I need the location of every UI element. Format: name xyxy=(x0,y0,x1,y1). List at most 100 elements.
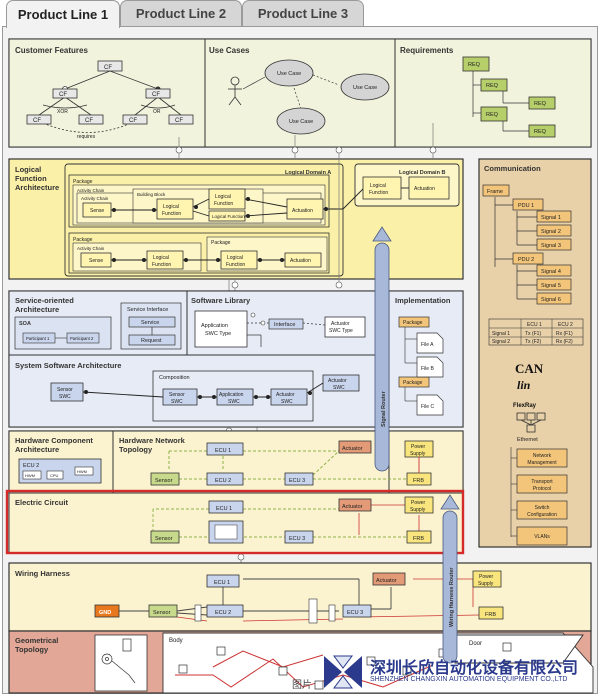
comp-sensor-swc-l1: Sensor xyxy=(169,392,185,398)
cf-rr-label: CF xyxy=(175,118,183,124)
domain-a-label: Logical Domain A xyxy=(285,170,331,176)
hw-network-lines xyxy=(168,450,407,480)
ec-power-l2: Supply xyxy=(410,507,426,513)
table-header-ecu2: ECU 2 xyxy=(558,322,573,328)
table-row1-ecu2: Rx (F1) xyxy=(556,331,573,337)
impl-package-1-label: Package xyxy=(403,320,423,326)
building-block-label: Building Block xyxy=(137,192,166,197)
ethernet-item-label-4: VLANs xyxy=(534,534,550,540)
software-library-title: Software Library xyxy=(191,296,251,305)
requirements-tree: REQ REQ REQ REQ REQ xyxy=(462,56,556,138)
signal-label-5: Signal 5 xyxy=(541,283,561,289)
ec-ecu1-label: ECU 1 xyxy=(216,506,232,512)
ec-ecu3-label: ECU 3 xyxy=(289,536,305,542)
activity-chain-3-label: Activity Chain xyxy=(77,246,105,251)
lin-logo: lin xyxy=(517,378,531,392)
door-label: Door xyxy=(469,641,482,647)
domain-b-lf-label-1: Logical xyxy=(370,183,386,189)
wh-frb xyxy=(478,606,504,620)
signal-label-3: Signal 3 xyxy=(541,243,561,249)
wh-power-l1: Power xyxy=(479,574,494,580)
ethernet-icon xyxy=(516,412,546,433)
cpu-box xyxy=(46,470,64,480)
signal-router-label: Signal Router xyxy=(381,390,387,427)
hwm-label-1: HWM xyxy=(25,473,35,478)
req-label-1: REQ xyxy=(468,62,481,68)
comp-sensor-swc-l2: SWC xyxy=(171,399,183,405)
hw-power-l1: Power xyxy=(411,444,426,450)
app-swc-type xyxy=(194,310,248,348)
ec-power-l1: Power xyxy=(411,500,426,506)
ethernet-item-label-1: Network xyxy=(533,453,552,459)
signal-label-6: Signal 6 xyxy=(541,297,561,303)
hw-network-title-2: Topology xyxy=(119,445,153,454)
use-case-label-1: Use Case xyxy=(277,71,301,77)
activity-chain-1-label: Activity Chain xyxy=(77,188,105,193)
participant-1-label: Participant 1 xyxy=(26,336,50,341)
circuit-power-lines xyxy=(358,504,420,535)
ec-sensor xyxy=(150,530,180,544)
table-row1-ecu1: Tx (F1) xyxy=(525,331,541,337)
hwm-label-2: HWM xyxy=(77,469,87,474)
service-label: Service xyxy=(141,320,159,326)
wh-sensor xyxy=(148,604,178,618)
lf-2-label-a: Logical xyxy=(215,194,231,200)
ec-ecu3 xyxy=(284,530,314,544)
use-case-diagram: Use Case Use Case Use Case xyxy=(228,59,390,135)
signal-label-4: Signal 4 xyxy=(541,269,561,275)
soa-title-1: Service-oriented xyxy=(15,296,74,305)
signal-box-2 xyxy=(536,224,572,237)
architecture-diagram: Customer Features Use Cases Requirements… xyxy=(5,38,594,694)
ssa-sensor-swc-l1: Sensor xyxy=(57,387,73,393)
tab-product-line-2[interactable]: Product Line 2 xyxy=(120,0,242,26)
domain-b-actuation-label: Actuation xyxy=(414,186,435,192)
signal-box-6 xyxy=(536,292,572,305)
comp-actuator-swc-l2: SWC xyxy=(281,399,293,405)
ssa-title: System Software Architecture xyxy=(15,361,121,370)
hwm-box-1 xyxy=(22,470,42,480)
cf-ll-label: CF xyxy=(33,118,41,124)
wh-ecu2 xyxy=(206,604,244,618)
signal-box-3 xyxy=(536,238,572,251)
ethernet-item-label-3: Switch xyxy=(535,505,550,511)
impl-tree-lines xyxy=(404,327,417,402)
wh-ecu2-label: ECU 2 xyxy=(215,610,231,616)
domain-b-lf-label-2: Function xyxy=(369,190,388,196)
package-1-label: Package xyxy=(73,179,93,185)
hw-power-l2: Supply xyxy=(410,451,426,457)
pdu2-label: PDU 2 xyxy=(518,257,534,263)
signal-box-1 xyxy=(536,210,572,223)
cf-rl-label: CF xyxy=(129,118,137,124)
tab-product-line-1[interactable]: Product Line 1 xyxy=(6,0,120,28)
actuator-swc-type-label-2: SWC Type xyxy=(329,328,353,334)
customer-features-panel xyxy=(8,38,206,148)
pdu1-label: PDU 1 xyxy=(518,203,534,209)
tab-product-line-3[interactable]: Product Line 3 xyxy=(242,0,364,26)
ethernet-item-label-1-b: Management xyxy=(527,460,557,466)
cpu-label: CPU xyxy=(50,473,59,478)
signal-box-5 xyxy=(536,278,572,291)
wh-ecu3 xyxy=(342,604,372,618)
file-label-3: File C xyxy=(421,404,434,410)
body-label: Body xyxy=(169,638,183,644)
ethernet-item-3 xyxy=(516,500,568,520)
actuator-swc-type xyxy=(324,316,366,338)
hw-ecu2-label: ECU 2 xyxy=(215,478,231,484)
lfa-title-1: Logical xyxy=(15,165,41,174)
ec-power-supply xyxy=(404,496,434,514)
company-name-cn: 深圳长欣自动化设备有限公司 xyxy=(370,660,579,677)
customer-features-title: Customer Features xyxy=(15,46,88,55)
use-case-ellipse-2 xyxy=(340,73,390,101)
ssa-actuator-swc-l1: Actuator xyxy=(328,378,347,384)
ecu2-component-label: ECU 2 xyxy=(23,463,39,469)
req-label-5: REQ xyxy=(534,129,547,135)
actuation-1-label: Actuation xyxy=(292,208,313,214)
wh-actuator xyxy=(372,572,406,586)
ec-frb-label: FRB xyxy=(413,536,424,542)
requires-label: requires xyxy=(77,134,96,140)
file-icon-3 xyxy=(416,394,444,416)
geo-title-2: Topology xyxy=(15,645,49,654)
wiring-harness-router-arrow xyxy=(440,494,460,510)
company-logo-icon xyxy=(324,655,362,689)
